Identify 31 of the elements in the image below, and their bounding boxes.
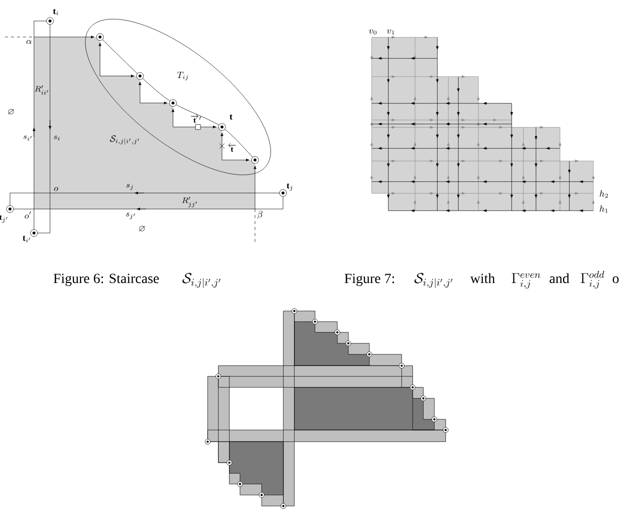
rectangle-strip: $R'_{ii'}$ bbox=[34, 20, 50, 234]
region-label: $\varnothing$ bbox=[8, 108, 14, 114]
point-label: $o'$ bbox=[24, 211, 31, 219]
figure-caption: with bbox=[470, 273, 495, 284]
side-label: $s_{i'}$ bbox=[24, 135, 32, 141]
point-label: $\mathbf{t}_i$ bbox=[53, 8, 58, 16]
caption-formula: $\mathcal{S}_{i,j|i',j'}$ bbox=[414, 272, 452, 288]
point-label: $\alpha$ bbox=[26, 40, 32, 44]
point-label: $\mathbf{t}_j$ bbox=[286, 183, 292, 191]
line-label: $h_2$ bbox=[600, 190, 608, 198]
side-label: $s_i$ bbox=[54, 136, 60, 140]
side-label: $s_j$ bbox=[126, 184, 133, 190]
point-label: $\overleftarrow{\mathbf{t}}$ bbox=[228, 143, 236, 152]
point-label: $\overrightarrow{\mathbf{t}}'$ bbox=[190, 114, 201, 123]
point-label: $\mathbf{t}$ bbox=[230, 114, 232, 120]
line-label: $h_1$ bbox=[600, 205, 608, 213]
caption-formula: $\Gamma^{even}_{i,j}$ bbox=[512, 273, 540, 289]
figure-caption: Figure 6: Staircase bbox=[54, 274, 159, 286]
figure-caption: o bbox=[612, 276, 619, 284]
line-label: $v_1$ bbox=[386, 29, 394, 34]
region-label: $\varnothing$ bbox=[139, 226, 145, 232]
rectangle-strip: $R'_{jj'}$ bbox=[10, 192, 284, 210]
point-label: $\beta$ bbox=[257, 210, 262, 219]
line-label: $v_0$ bbox=[368, 29, 376, 35]
point-label: $\mathbf{t}_{i'}$ bbox=[22, 236, 30, 242]
figure-caption: Figure 7: bbox=[344, 274, 394, 286]
point-label: $o$ bbox=[54, 186, 58, 192]
side-label: $s_{j'}$ bbox=[126, 212, 135, 220]
caption-formula: $\mathcal{S}_{i,j|i',j'}$ bbox=[182, 272, 220, 288]
figure-caption: and bbox=[550, 273, 570, 284]
caption-formula: $\Gamma^{odd}_{i,j}$ bbox=[580, 270, 604, 289]
